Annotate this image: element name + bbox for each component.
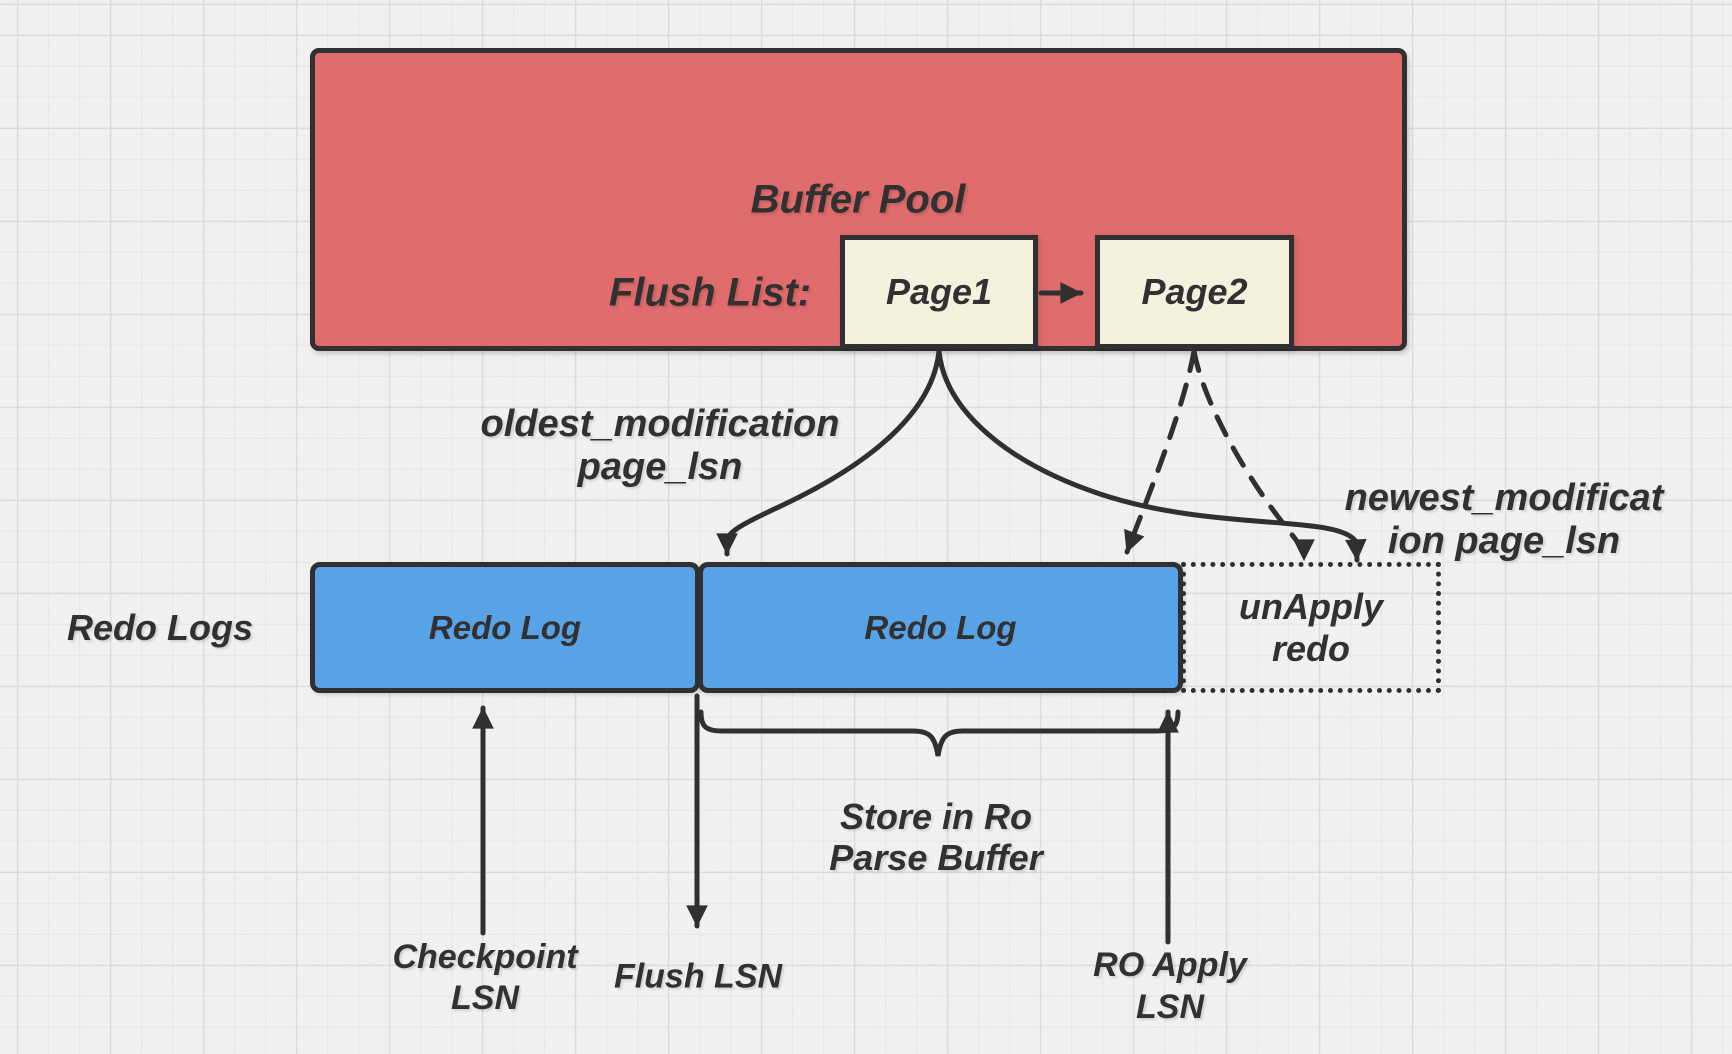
flush-lsn-label: Flush LSN [613, 957, 783, 996]
unapply-redo-box: unApply redo [1181, 562, 1441, 693]
page2-to-redolog-dashed-arrow [1124, 348, 1197, 555]
redo-log-1-label: Redo Log [428, 608, 582, 646]
checkpoint-line2: LSN [451, 979, 519, 1017]
store-line2: Parse Buffer [829, 837, 1043, 878]
redo-log-2-label: Redo Log [864, 608, 1017, 646]
ro-apply-line1: RO Apply [1093, 946, 1247, 984]
newest-modification-label: newest_modificat ion page_lsn [1345, 477, 1664, 563]
newest-modification-line2: ion page_lsn [1387, 520, 1621, 562]
checkpoint-lsn-label: Checkpoint LSN [392, 937, 577, 1019]
store-brace [698, 709, 1181, 757]
oldest-modification-line1: oldest_modification [480, 403, 840, 445]
buffer-pool-title: Buffer Pool [750, 177, 966, 222]
oldest-modification-line2: page_lsn [577, 446, 743, 488]
oldest-modification-label: oldest_modification page_lsn [481, 403, 840, 489]
flush-list-label: Flush List: [608, 270, 812, 315]
page1-to-unapply-arrow [936, 348, 1367, 563]
newest-modification-line1: newest_modificat [1344, 477, 1664, 519]
store-line1: Store in Ro [839, 796, 1032, 837]
ro-apply-line2: LSN [1135, 988, 1204, 1026]
checkpoint-line1: Checkpoint [392, 938, 578, 976]
unapply-redo-line1: unApply [1239, 585, 1383, 627]
page1-label: Page1 [885, 271, 993, 312]
redo-logs-label: Redo Logs [67, 607, 253, 648]
page2-box: Page2 [1095, 235, 1294, 349]
ro-apply-lsn-label: RO Apply LSN [1093, 944, 1247, 1028]
redo-log-box-1: Redo Log [310, 562, 700, 693]
page1-box: Page1 [840, 235, 1038, 349]
redo-log-box-2: Redo Log [698, 562, 1183, 693]
store-in-ro-parse-buffer-label: Store in Ro Parse Buffer [829, 796, 1042, 878]
page2-to-unapply-dashed-arrow [1191, 348, 1315, 563]
unapply-redo-line2: redo [1271, 627, 1350, 669]
page2-label: Page2 [1141, 271, 1248, 312]
